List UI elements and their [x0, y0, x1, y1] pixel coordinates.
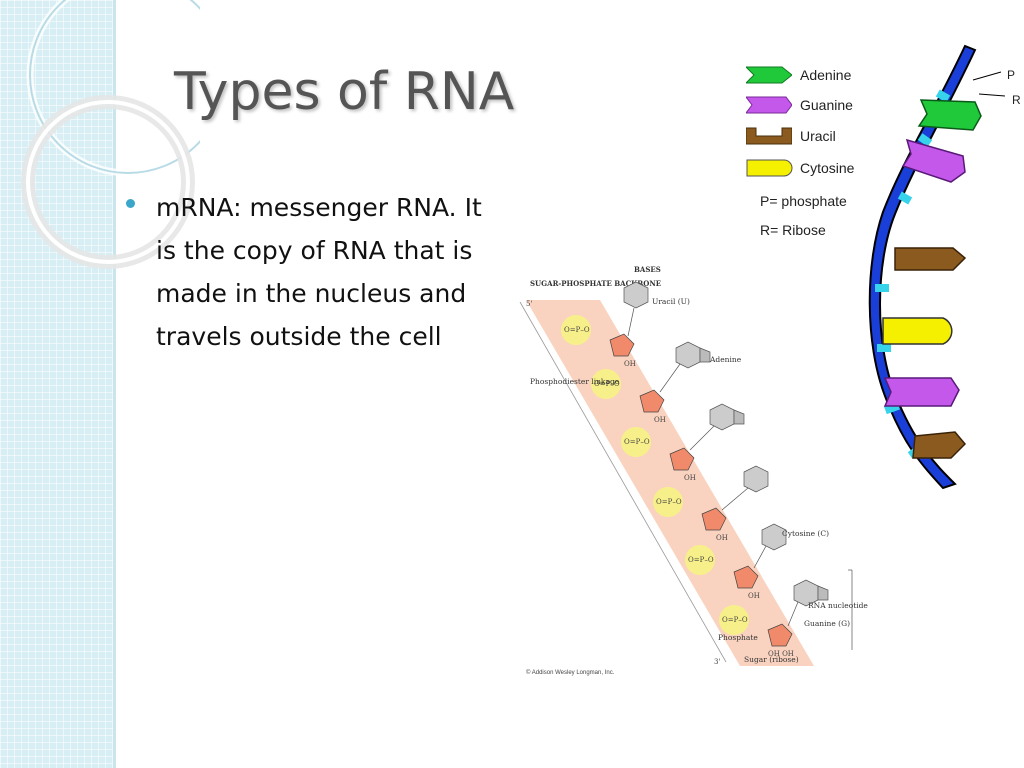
svg-text:OH: OH [624, 360, 636, 368]
svg-text:O=P–O: O=P–O [722, 616, 748, 624]
legend-label-adenine: Adenine [800, 67, 852, 83]
svg-text:OH: OH [716, 534, 728, 542]
nucleotide-1: O=P–O OH [561, 281, 649, 368]
backbone-band [526, 300, 814, 666]
base-label-guanine: Guanine (G) [804, 619, 850, 628]
helix-label-phosphate: P [1007, 68, 1016, 82]
phosphate-label: Phosphate [718, 633, 758, 642]
helix-adenine [917, 99, 982, 131]
svg-text:OH: OH [748, 592, 760, 600]
rna-nucleotide-label: RNA nucleotide [808, 601, 868, 610]
nucleotide-2: O=P–O OH [591, 341, 711, 424]
base-label-adenine: Adenine [709, 355, 742, 364]
base-legend: Adenine Guanine Uracil Cytosine P= phosp… [742, 62, 882, 252]
legend-label-cytosine: Cytosine [800, 160, 855, 176]
helix-cytosine [882, 317, 953, 345]
bullet-marker [126, 199, 135, 208]
base-label-cytosine: Cytosine (C) [782, 529, 829, 538]
nucleotide-6: O=P–O OH OH [719, 579, 829, 658]
cytosine-shape-icon [746, 159, 793, 177]
legend-note-phosphate: P= phosphate [760, 193, 847, 209]
helix-uracil [894, 247, 967, 271]
five-prime-label: 5' [526, 300, 532, 308]
nucleotide-3: O=P–O OH [621, 403, 745, 482]
svg-text:O=P–O: O=P–O [688, 556, 714, 564]
backbone-header: SUGAR-PHOSPHATE BACKBONE [530, 279, 661, 288]
legend-note-ribose: R= Ribose [760, 222, 826, 238]
helix-label-ribose: R [1012, 93, 1021, 107]
sugar-label: Sugar (ribose) [744, 655, 799, 664]
svg-text:O=P–O: O=P–O [656, 498, 682, 506]
helix-uracil-2 [912, 431, 967, 459]
legend-label-uracil: Uracil [800, 128, 836, 144]
guanine-shape-icon [746, 96, 792, 114]
nucleotide-5: O=P–O OH [685, 523, 787, 600]
adenine-shape-icon [746, 66, 792, 84]
slide-title: Types of RNA [174, 62, 515, 122]
decorative-rings [21, 0, 200, 269]
side-band-edge [113, 0, 116, 768]
rna-structure-diagram: SUGAR-PHOSPHATE BACKBONE BASES 5' 3' O=P… [519, 265, 868, 676]
bullet-text-mrna: mRNA: messenger RNA. It is the copy of R… [156, 193, 482, 351]
helix-guanine-2 [883, 377, 960, 407]
helix-guanine [901, 138, 966, 183]
svg-text:O=P–O: O=P–O [594, 380, 620, 388]
nucleotide-4: O=P–O OH [653, 465, 769, 542]
svg-text:O=P–O: O=P–O [564, 326, 590, 334]
uracil-shape-icon [746, 127, 792, 145]
base-label-uracil: Uracil (U) [652, 297, 690, 306]
svg-text:OH: OH [684, 474, 696, 482]
bases-header: BASES [634, 265, 661, 274]
legend-label-guanine: Guanine [800, 97, 853, 113]
copyright-text: © Addison Wesley Longman, Inc. [526, 669, 615, 676]
svg-text:OH OH: OH OH [768, 650, 794, 658]
rna-helix-illustration [868, 44, 1005, 490]
three-prime-label: 3' [714, 658, 720, 666]
svg-text:O=P–O: O=P–O [624, 438, 650, 446]
phosphodiester-label: Phosphodiester linkage [530, 377, 620, 386]
svg-text:OH: OH [654, 416, 666, 424]
